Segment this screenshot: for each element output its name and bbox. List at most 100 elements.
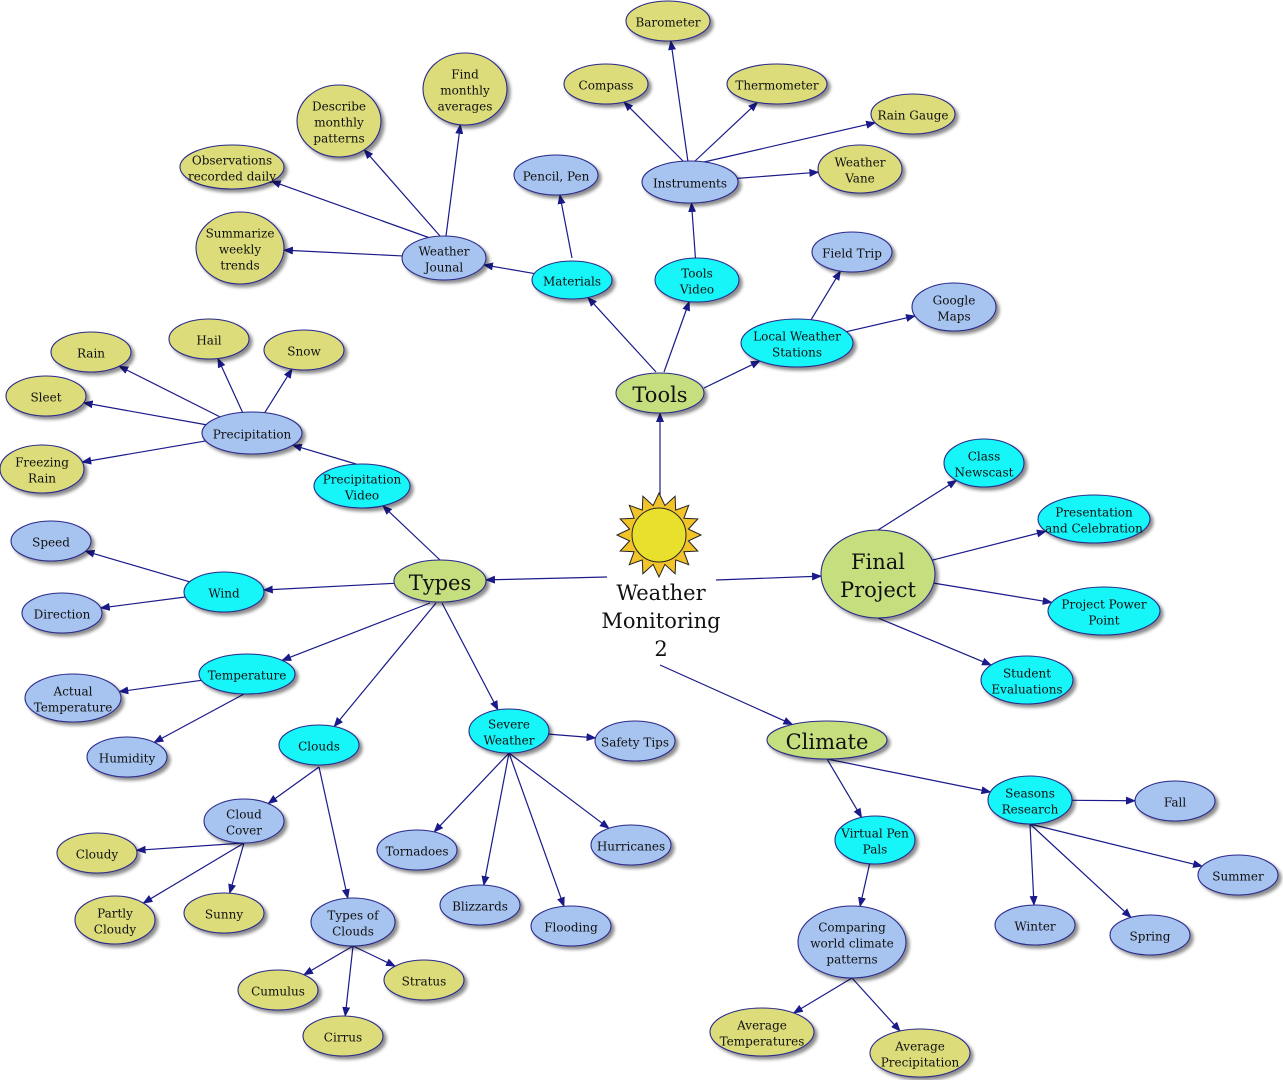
edge-severe-weather-to-blizzards — [481, 752, 510, 887]
node-spring[interactable]: Spring — [1109, 914, 1191, 956]
node-cloud-cover-bubble — [203, 798, 285, 844]
edge-tools-video-to-instruments — [688, 201, 697, 259]
edge-climate-to-virtual-pen-pals — [826, 758, 863, 819]
node-cirrus[interactable]: Cirrus — [302, 1015, 384, 1057]
node-thermometer[interactable]: Thermometer — [726, 63, 828, 105]
node-stratus-bubble — [383, 959, 465, 1001]
node-direction[interactable]: Direction — [21, 592, 103, 634]
node-humidity-bubble — [86, 736, 168, 778]
node-types[interactable]: Types — [393, 559, 487, 603]
node-blizzards-label: Blizzards — [452, 899, 508, 913]
node-temperature[interactable]: Temperature — [198, 653, 296, 695]
node-barometer[interactable]: Barometer — [625, 0, 711, 42]
edges — [81, 39, 1204, 1032]
node-flooding[interactable]: Flooding — [530, 905, 612, 947]
node-pencil-pen[interactable]: Pencil, Pen — [513, 154, 599, 196]
node-field-trip[interactable]: Field Trip — [811, 231, 893, 273]
node-sunny[interactable]: Sunny — [183, 892, 265, 934]
node-tornadoes[interactable]: Tornadoes — [376, 829, 458, 871]
node-speed-label: Speed — [32, 535, 70, 549]
node-humidity[interactable]: Humidity — [86, 736, 168, 778]
node-comparing-bubble — [797, 905, 907, 979]
node-wind[interactable]: Wind — [183, 571, 265, 613]
node-winter[interactable]: Winter — [994, 904, 1076, 946]
node-cumulus-bubble — [237, 969, 319, 1011]
node-stratus[interactable]: Stratus — [383, 959, 465, 1001]
node-rain-gauge[interactable]: Rain Gauge — [870, 93, 956, 135]
node-humidity-label: Humidity — [99, 751, 156, 765]
node-presentation-bubble — [1037, 494, 1151, 544]
edge-severe-weather-to-flooding — [508, 752, 565, 908]
node-precipitation[interactable]: Precipitation — [201, 411, 303, 455]
node-materials[interactable]: Materials — [531, 260, 613, 300]
node-snow[interactable]: Snow — [263, 329, 345, 371]
node-fall[interactable]: Fall — [1134, 780, 1216, 822]
node-hail[interactable]: Hail — [168, 318, 250, 360]
node-safety-tips[interactable]: Safety Tips — [594, 720, 676, 762]
edge-final-project-to-power-point — [933, 582, 1053, 605]
node-summer-label: Summer — [1212, 869, 1264, 883]
node-rain[interactable]: Rain — [50, 331, 132, 373]
node-climate[interactable]: Climate — [766, 720, 888, 760]
edge-seasons-research-to-spring — [1029, 823, 1132, 919]
node-winter-label: Winter — [1014, 919, 1056, 933]
edge-final-project-to-class-newscast — [877, 479, 958, 531]
node-summer[interactable]: Summer — [1197, 854, 1279, 896]
edge-precipitation-to-rain — [118, 365, 221, 418]
node-hurricanes[interactable]: Hurricanes — [590, 824, 672, 866]
node-sleet[interactable]: Sleet — [5, 375, 87, 417]
sun-disc — [631, 507, 687, 563]
node-direction-label: Direction — [34, 607, 91, 621]
node-blizzards[interactable]: Blizzards — [439, 884, 521, 926]
node-instruments[interactable]: Instruments — [641, 160, 739, 204]
node-tools[interactable]: Tools — [615, 372, 705, 414]
node-types-label: Types — [409, 571, 472, 595]
node-clouds[interactable]: Clouds — [278, 724, 360, 766]
edge-center-to-final-project — [715, 572, 823, 581]
node-tools-bubble — [615, 372, 705, 414]
node-speed[interactable]: Speed — [10, 520, 92, 562]
edge-tools-to-materials — [587, 296, 657, 373]
edge-tools-to-local-weather — [703, 360, 761, 389]
node-compass[interactable]: Compass — [563, 63, 649, 105]
node-cumulus[interactable]: Cumulus — [237, 969, 319, 1011]
node-cloudy[interactable]: Cloudy — [56, 832, 138, 874]
node-tools-video-bubble — [654, 257, 740, 303]
node-winter-bubble — [994, 904, 1076, 946]
node-class-newscast-bubble — [943, 438, 1025, 488]
